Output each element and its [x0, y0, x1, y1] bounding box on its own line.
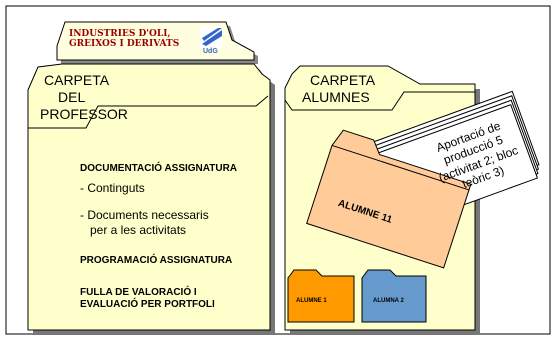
fulla-valoracio-line1: FULLA DE VALORACIÓ I	[80, 287, 197, 298]
professor-label-line1: CARPETA	[44, 72, 110, 88]
students-label-line2: ALUMNES	[302, 89, 370, 105]
professor-folder	[27, 63, 275, 335]
students-label-line1: CARPETA	[310, 72, 376, 88]
doc-assignatura-title: DOCUMENTACIÓ ASSIGNATURA	[80, 163, 238, 174]
udg-logo-text: UdG	[203, 48, 218, 55]
student1-label: ALUMNE 1	[296, 298, 327, 304]
student-folder-big	[306, 129, 472, 269]
professor-label-line2: DEL	[58, 89, 86, 105]
fulla-valoracio-line2: EVALUACIÓ PER PORTFOLI	[80, 299, 215, 310]
student-folder-1	[287, 269, 355, 323]
professor-label-line3: PROFESSOR	[40, 106, 128, 122]
header-title-line2: GREIXOS I DERIVATS	[69, 39, 180, 49]
programacio-assignatura: PROGRAMACIÓ ASSIGNATURA	[80, 255, 233, 266]
student2-label: ALUMNA 2	[373, 298, 404, 304]
doc-item-documents-line2: per a les activitats	[90, 223, 187, 237]
udg-logo-icon	[200, 26, 222, 48]
student-folder-2	[361, 269, 427, 323]
doc-item-continguts: - Continguts	[80, 181, 145, 195]
header-title-line1: INDUSTRIES D'OLI,	[69, 29, 171, 39]
doc-item-documents-line1: - Documents necessaris	[80, 208, 209, 222]
